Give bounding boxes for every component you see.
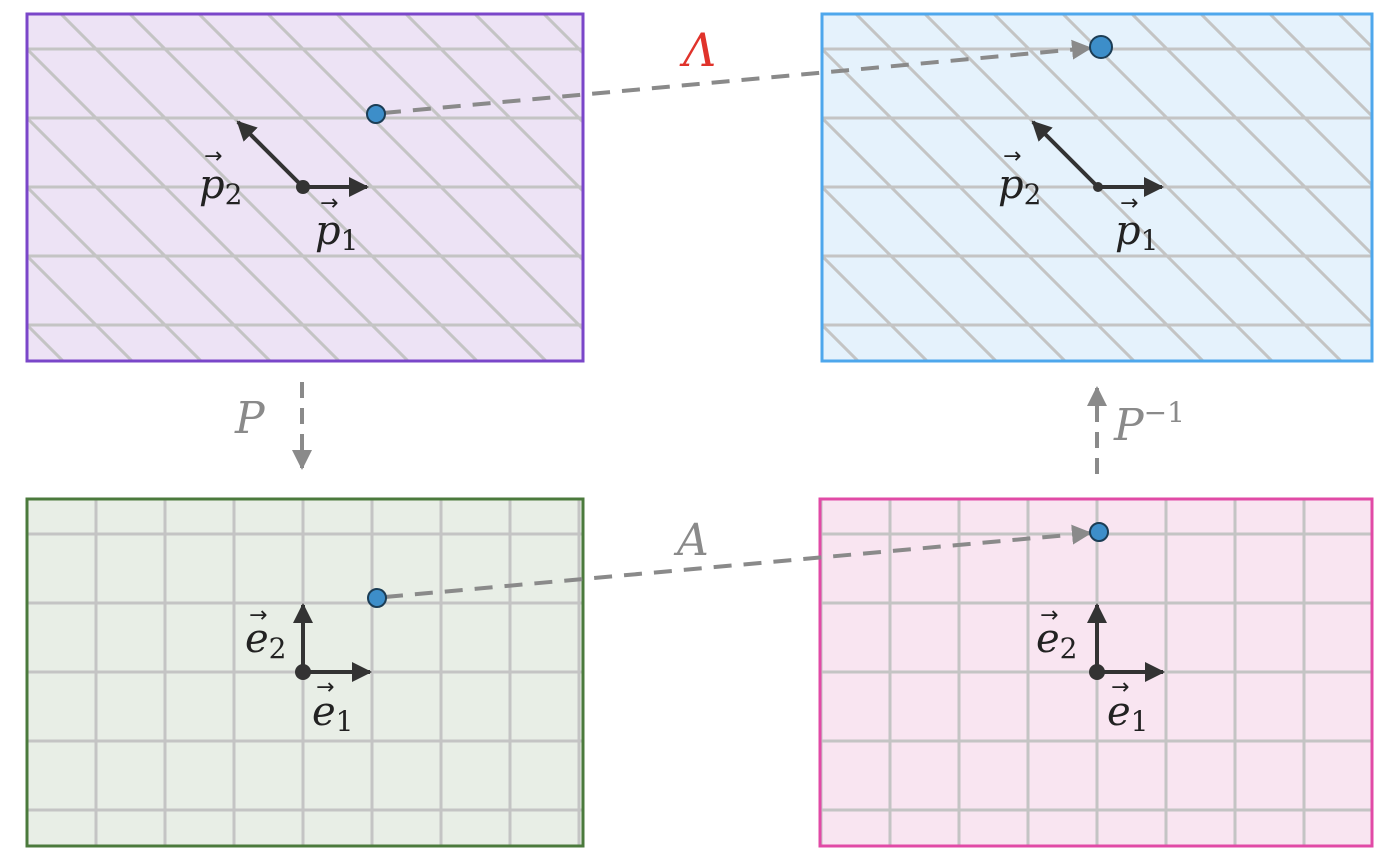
panel-bottom-left-grid: [27, 499, 583, 846]
mapped-points: [366, 35, 1113, 608]
vector-e1-label: e1: [312, 689, 354, 738]
panel-top-left-border: [25, 12, 585, 363]
point-bottom-right: [1089, 522, 1109, 542]
basis-vectors-top-left: p2 → p1 →: [199, 120, 369, 257]
vector-e2-label: e2: [245, 616, 287, 665]
grid-line-diagonal: [334, 14, 583, 263]
map-A: A: [384, 515, 1092, 599]
grid-line-diagonal: [27, 46, 342, 361]
vector-p1-arrow-accent: →: [320, 191, 338, 216]
vector-p1-arrow-accent: →: [1120, 191, 1138, 216]
vector-p2-arrow-accent: →: [1003, 144, 1021, 169]
grid-line-diagonal: [1129, 14, 1372, 257]
vector-p2-arrow-accent: →: [204, 144, 222, 169]
vector-e1-label: e1: [1107, 689, 1149, 738]
map-P: P: [234, 382, 312, 470]
map-P-inverse: P−1: [1087, 386, 1185, 474]
vector-p2-arrow: [236, 120, 305, 189]
basis-vectors-bottom-left: e2 → e1 →: [245, 603, 372, 738]
origin-point: [295, 664, 311, 680]
grid-line-diagonal: [822, 115, 1068, 361]
grid-line-diagonal: [853, 14, 1206, 361]
origin-point: [1093, 182, 1103, 192]
vector-e2-label: e2: [1036, 616, 1078, 665]
grid-line-diagonal: [58, 14, 411, 361]
vector-e2-arrow-accent: →: [1040, 603, 1058, 628]
vector-p2-arrow: [1031, 120, 1100, 189]
grid-line-diagonal: [265, 14, 583, 332]
point-bottom-left: [367, 588, 387, 608]
vector-p1-label: p1: [315, 208, 358, 257]
panel-bottom-right-border: [818, 497, 1374, 848]
panel-top-left: [0, 0, 585, 587]
map-P-label: P: [234, 393, 266, 444]
panel-top-right-border: [820, 12, 1374, 363]
basis-vectors-top-right: p2 → p1 →: [998, 120, 1164, 257]
vector-p2-label: p2: [998, 162, 1041, 211]
point-top-right: [1089, 35, 1113, 59]
vector-e2-arrow-accent: →: [249, 603, 267, 628]
panel-bottom-left-border: [25, 497, 585, 848]
point-top-left: [366, 104, 386, 124]
grid-line-diagonal: [403, 14, 583, 194]
map-A-label: A: [673, 515, 709, 566]
origin-point: [1089, 664, 1105, 680]
vector-p2-label: p2: [199, 162, 242, 211]
grid-line-diagonal: [1060, 14, 1372, 326]
map-lambda: Λ: [382, 23, 1092, 115]
vector-e1-arrow-accent: →: [1111, 675, 1129, 700]
vector-e1-arrow-accent: →: [316, 675, 334, 700]
grid-line-diagonal: [991, 14, 1344, 361]
grid-line-diagonal: [822, 46, 1137, 361]
grid-line-diagonal: [196, 14, 549, 361]
origin-point: [296, 180, 310, 194]
map-lambda-label: Λ: [679, 23, 716, 77]
grid-line-diagonal: [0, 0, 13, 587]
map-P-inverse-label: P−1: [1113, 396, 1185, 451]
basis-vectors-bottom-right: e2 → e1 →: [1036, 603, 1165, 738]
grid-line-diagonal: [27, 115, 273, 361]
vector-p1-label: p1: [1115, 208, 1158, 257]
